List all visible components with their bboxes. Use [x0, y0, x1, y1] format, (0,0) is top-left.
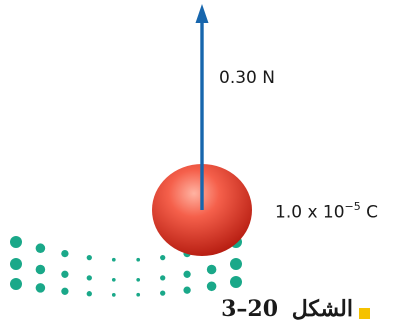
caption-square-icon — [359, 307, 370, 319]
logo-dot — [10, 236, 22, 248]
logo-dot — [10, 258, 22, 270]
logo-dot — [136, 277, 141, 282]
logo-dot — [61, 249, 69, 258]
logo-dot — [160, 254, 166, 261]
logo-dot — [111, 293, 116, 297]
logo-dot — [10, 278, 22, 290]
logo-dot — [111, 257, 116, 262]
charge-mantissa: 1.0 x 10 — [275, 202, 345, 223]
logo-dot — [136, 257, 141, 262]
force-arrow-icon — [195, 4, 209, 210]
logo-dot — [160, 275, 166, 281]
logo-dot — [183, 286, 191, 294]
caption-number: 3–20 — [221, 296, 279, 322]
logo-dot — [230, 258, 242, 270]
logo-dot — [206, 264, 217, 275]
logo-dot — [35, 264, 46, 275]
caption-word: الشكل — [291, 296, 353, 322]
logo-dot — [35, 283, 46, 293]
logo-dot — [206, 281, 217, 292]
logo-dot — [160, 290, 166, 296]
force-label: 0.30 N — [219, 68, 275, 88]
logo-dot — [35, 243, 46, 253]
logo-dot — [61, 287, 69, 295]
logo-dot — [230, 276, 242, 288]
logo-dot — [86, 275, 92, 281]
figure-caption: الشكل 3–20 — [221, 296, 370, 322]
logo-dot — [136, 292, 141, 297]
logo-dot — [86, 254, 92, 261]
logo-dot — [61, 270, 69, 278]
logo-dot — [86, 291, 92, 297]
charge-unit: C — [360, 202, 379, 223]
charge-exponent: −5 — [344, 200, 361, 213]
logo-dot — [183, 270, 191, 278]
logo-dot — [111, 277, 116, 282]
charge-label: 1.0 x 10−5 C — [275, 200, 379, 223]
